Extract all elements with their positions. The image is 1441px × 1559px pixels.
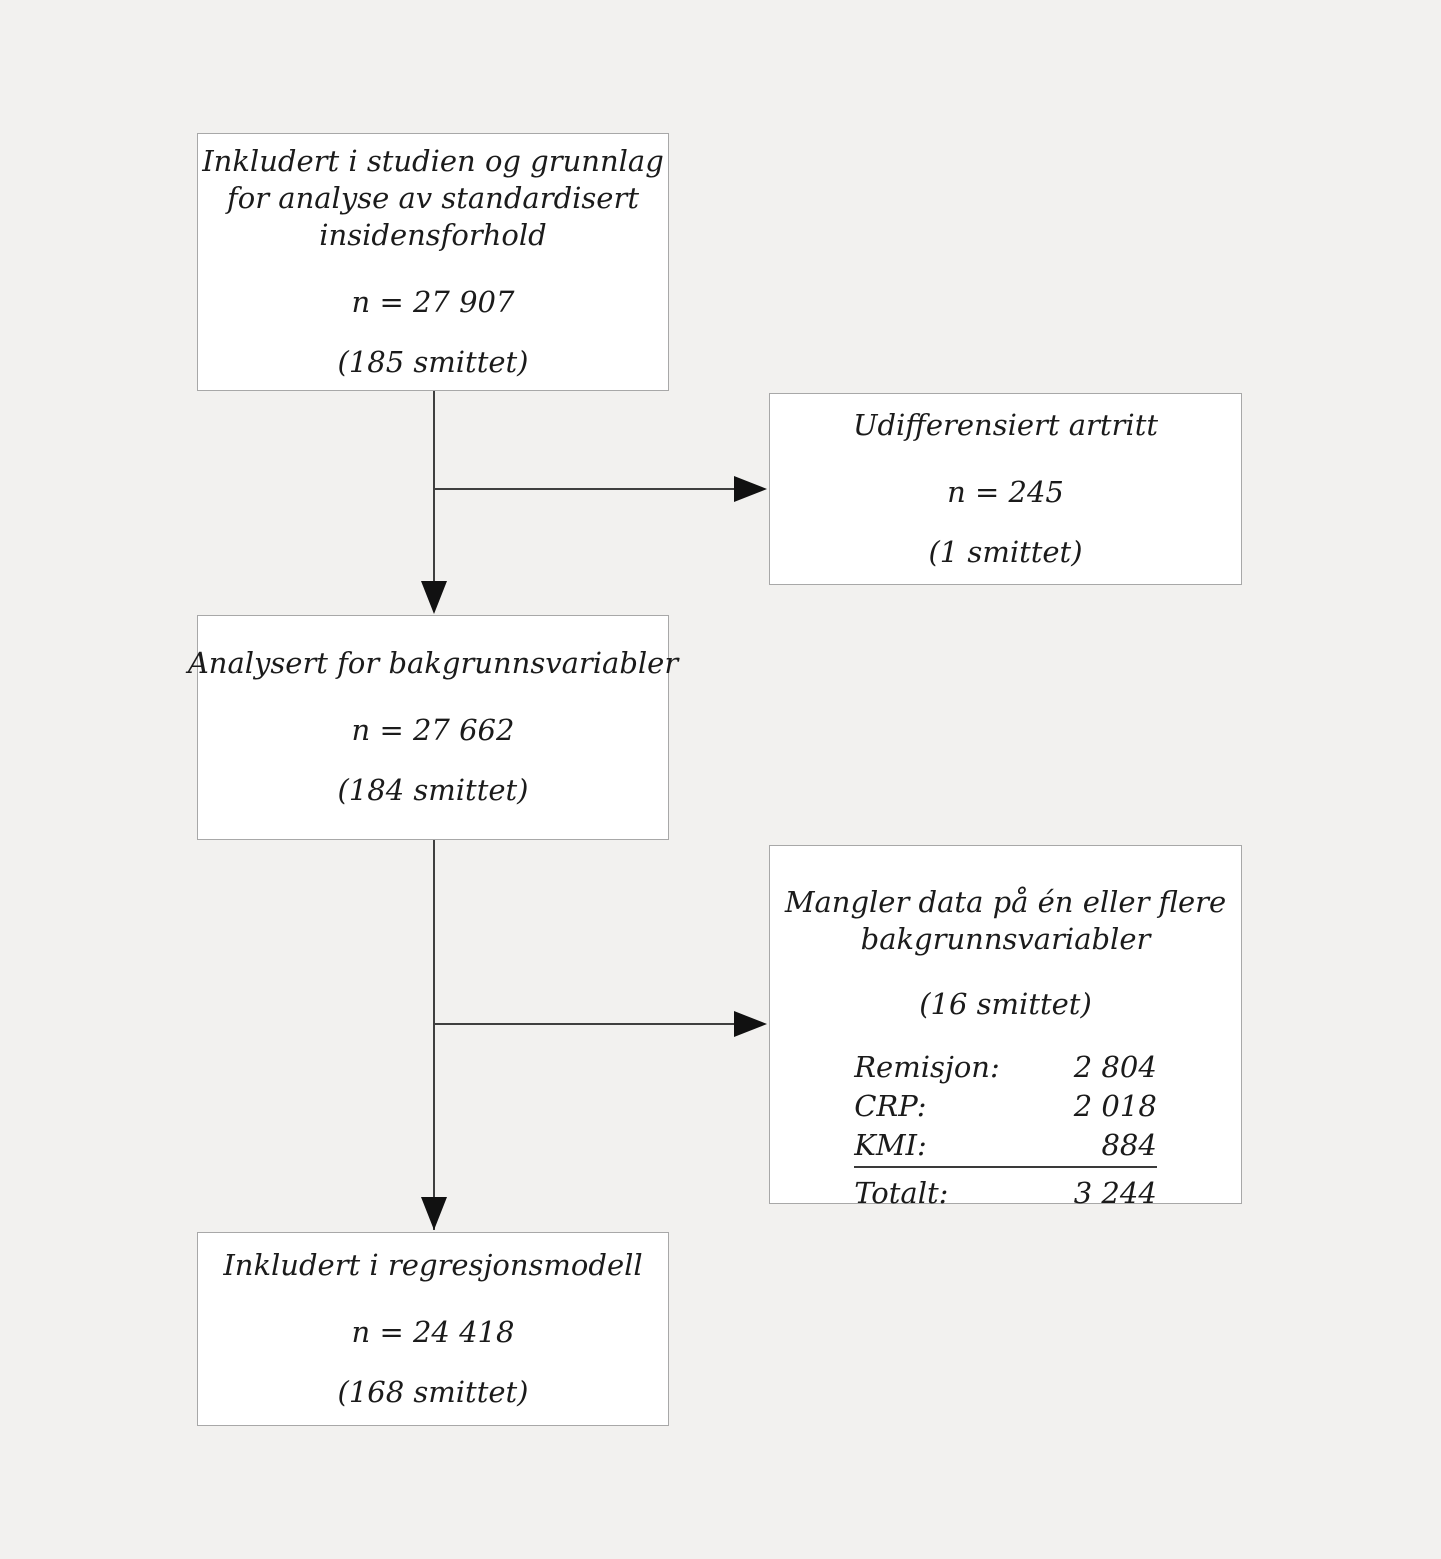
node-title-line: Analysert for bakgrunnsvariabler [187,646,679,681]
arrowhead-right-icon [734,476,767,502]
node-title-line: Mangler data på én eller flere [784,885,1227,919]
breakdown-total-label: Totalt: [854,1175,949,1210]
connector-analysed-to-missing-line [434,1023,736,1026]
node-title-line: bakgrunnsvariabler [860,922,1151,957]
breakdown-label: CRP: [854,1088,927,1123]
node-infected-count: (16 smittet) [919,987,1092,1022]
node-title-line: Inkludert i regresjonsmodell [223,1247,643,1282]
node-infected-count: (168 smittet) [337,1374,529,1409]
node-title-line: Inkludert i studien og grunnlag [202,143,664,178]
node-title-line: Udifferensiert artritt [853,407,1158,442]
table-row-total: Totalt: 3 244 [854,1167,1157,1213]
node-title: Udifferensiert artritt [853,407,1158,444]
node-title-line: for analyse av standardisert [227,180,639,215]
node-title: Analysert for bakgrunnsvariabler [188,645,678,682]
breakdown-label: KMI: [854,1125,1074,1168]
connector-analysed-to-final-line [433,840,436,1230]
node-title-line: insidensforhold [319,217,547,252]
connector-start-to-undifferentiated-line [434,488,736,491]
node-infected-count: (184 smittet) [337,773,529,808]
arrowhead-down-icon [421,581,447,614]
node-count: n = 27 907 [351,284,515,319]
node-count: n = 245 [947,474,1064,509]
table-row: KMI: 884 [854,1125,1157,1168]
arrowhead-right-icon [734,1011,767,1037]
missing-data-breakdown-table: Remisjon: 2 804 CRP: 2 018 KMI: 884 Tota… [854,1048,1157,1213]
node-title: Inkludert i studien og grunnlag for anal… [202,143,664,254]
breakdown-value: 2 018 [1073,1088,1157,1123]
node-included-in-regression-model: Inkludert i regresjonsmodell n = 24 418 … [197,1232,669,1426]
node-title: Mangler data på én eller flere bakgrunns… [785,884,1226,958]
node-included-in-study: Inkludert i studien og grunnlag for anal… [197,133,669,391]
node-title: Inkludert i regresjonsmodell [223,1247,642,1284]
node-count: n = 27 662 [351,713,515,748]
connector-start-to-analysed-line [433,391,436,583]
table-row: Remisjon: 2 804 [854,1048,1157,1087]
table-row: CRP: 2 018 [854,1087,1157,1126]
node-analysed-background-variables: Analysert for bakgrunnsvariabler n = 27 … [188,615,678,840]
arrowhead-down-icon [421,1197,447,1230]
breakdown-value: 884 [1073,1125,1157,1168]
node-count: n = 24 418 [351,1314,515,1349]
node-infected-count: (185 smittet) [337,344,529,379]
node-infected-count: (1 smittet) [928,534,1083,569]
breakdown-total-value: 3 244 [1073,1175,1157,1210]
node-missing-data: Mangler data på én eller flere bakgrunns… [769,845,1242,1210]
breakdown-value: 2 804 [1073,1049,1157,1084]
node-undifferentiated-arthritis: Udifferensiert artritt n = 245 (1 smitte… [769,393,1242,585]
breakdown-label: Remisjon: [854,1049,1000,1084]
